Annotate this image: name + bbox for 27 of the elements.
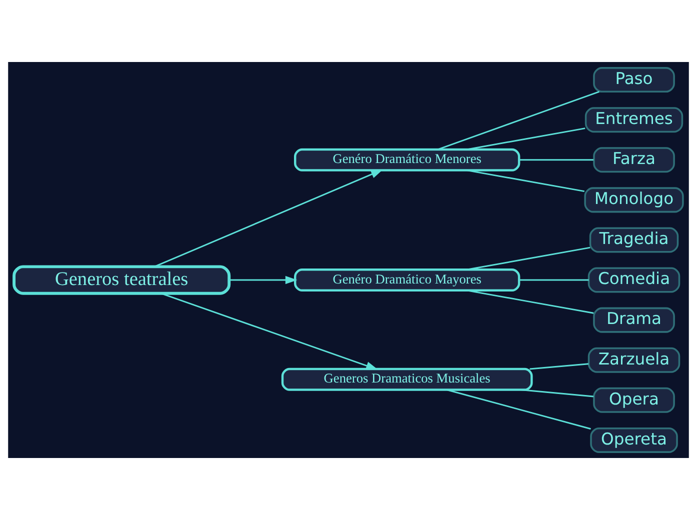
connector — [520, 389, 594, 398]
arrow — [154, 170, 383, 268]
node-box: Genéro Dramático Menores — [294, 148, 520, 172]
node-box: Generos teatrales — [12, 265, 231, 295]
arrow — [160, 292, 378, 370]
node-box: Monologo — [584, 187, 684, 213]
connector — [466, 128, 586, 150]
connector — [466, 246, 590, 270]
connector — [446, 389, 591, 430]
node-box: Entremes — [584, 107, 684, 133]
node-box: Drama — [593, 307, 675, 333]
node-box: Paso — [593, 67, 675, 93]
node-box: Genéro Dramático Mayores — [294, 268, 520, 292]
node-box: Tragedia — [589, 227, 679, 253]
arrow — [229, 276, 298, 284]
node-box: Comedia — [588, 267, 680, 293]
node-box: Opereta — [590, 427, 678, 453]
connector — [530, 363, 589, 370]
connector — [519, 159, 594, 161]
connector — [466, 170, 585, 192]
node-box: Generos Dramaticos Musicales — [281, 368, 533, 391]
connector — [466, 290, 594, 314]
connector — [438, 91, 600, 150]
connector — [519, 279, 589, 281]
node-box: Opera — [593, 387, 675, 413]
node-box: Zarzuela — [588, 347, 680, 373]
node-box: Farza — [593, 147, 675, 173]
